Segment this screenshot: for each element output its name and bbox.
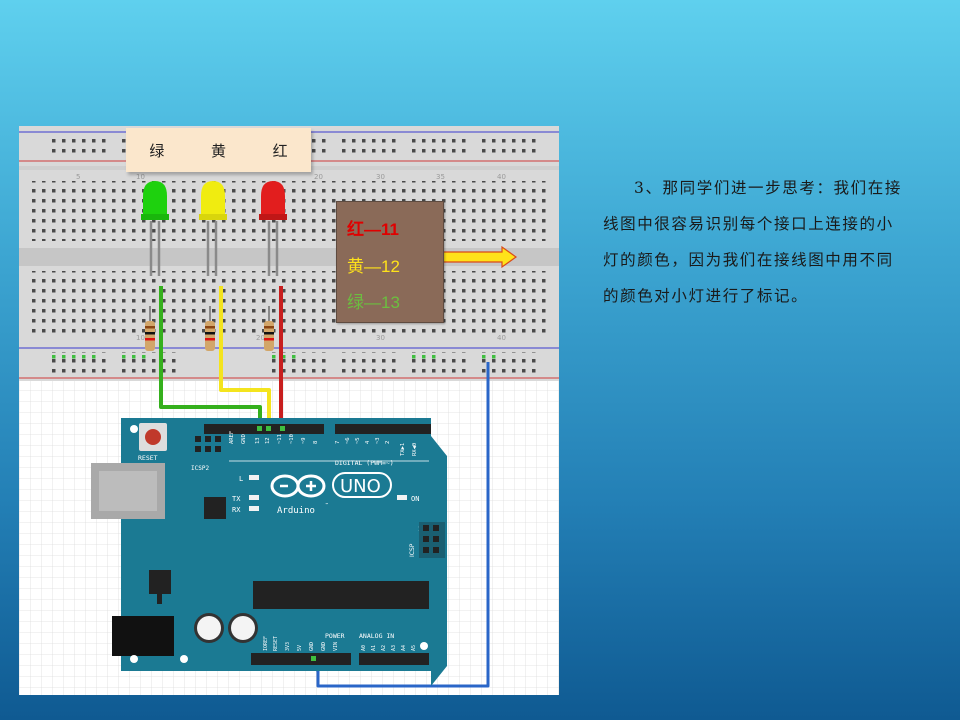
- pin13-label: 13: [255, 437, 261, 444]
- led-red: [259, 181, 287, 276]
- breadboard-number: 35: [436, 173, 445, 181]
- tx-led-label: TX: [232, 495, 241, 503]
- pin3-label: ~3: [375, 437, 381, 444]
- digital-label: DIGITAL (PWM=~): [335, 459, 394, 467]
- pin-map-yellow: 黄—12: [347, 257, 400, 276]
- a0-label: A0: [361, 645, 367, 651]
- breadboard-number: 40: [497, 173, 506, 181]
- icsp-label: ICSP: [409, 543, 416, 557]
- a5-label: A5: [411, 645, 417, 651]
- arduino-logo-icon: [270, 474, 326, 498]
- gnd2-label: GND: [321, 642, 327, 651]
- power-reset-label: RESET: [273, 636, 279, 651]
- rx0-label: RX◀0: [412, 443, 418, 456]
- pin10-label: ~10: [289, 434, 295, 444]
- microcontroller-chip: [253, 581, 429, 609]
- label-yellow: 黄: [210, 141, 226, 160]
- wire-yellow: [219, 286, 271, 431]
- breadboard-number: 20: [314, 173, 323, 181]
- pin8-label: 8: [313, 441, 319, 444]
- arrow-right-icon: [442, 245, 518, 269]
- reset-button: [145, 429, 161, 445]
- aref-label: AREF: [229, 431, 235, 444]
- pin-map-red: 红—11: [347, 220, 399, 239]
- chip-small: [204, 497, 226, 519]
- label-green: 绿: [149, 141, 165, 160]
- led-yellow: [199, 181, 227, 276]
- tx1-label: TX▶1: [400, 443, 406, 456]
- breadboard-number: 40: [497, 334, 506, 342]
- vin-label: VIN: [333, 642, 339, 651]
- ioref-label: IOREF: [263, 636, 269, 651]
- led-label-card: 绿 黄 红: [126, 128, 311, 172]
- 3v3-label: 3V3: [285, 642, 291, 651]
- digital-header-right: [335, 424, 431, 434]
- pin5-label: ~5: [355, 437, 361, 444]
- circuit-diagram: 5 10 20 30 35 40 10 20 30 40: [19, 126, 559, 695]
- 5v-label: 5V: [297, 645, 303, 651]
- breadboard-number: 30: [376, 173, 385, 181]
- pin7-label: 7: [335, 441, 341, 444]
- pin2-label: 2: [385, 441, 391, 444]
- breadboard-number: 5: [76, 173, 80, 181]
- pin12-label: 12: [265, 437, 271, 444]
- circuit-figure: 5 10 20 30 35 40 10 20 30 40: [19, 126, 559, 695]
- pin11-label: ~11: [277, 434, 283, 444]
- a4-label: A4: [401, 645, 407, 651]
- arduino-board: RESET ICSP2 AREF GND 13 12 ~11 ~10 ~9 8: [91, 418, 447, 686]
- breadboard-number: 30: [376, 334, 385, 342]
- power-label: POWER: [325, 632, 345, 640]
- arduino-label: Arduino: [277, 506, 315, 516]
- pin6-label: ~6: [345, 437, 351, 444]
- pin4-label: 4: [365, 440, 371, 444]
- reset-label: RESET: [138, 454, 158, 462]
- a3-label: A3: [391, 645, 397, 651]
- breadboard-number: 20: [256, 334, 265, 342]
- icsp2-label: ICSP2: [191, 465, 209, 472]
- uno-label: UNO: [340, 476, 381, 497]
- resistors: [145, 306, 274, 351]
- pin-map-green: 绿—13: [347, 293, 400, 312]
- analog-in-label: ANALOG IN: [359, 632, 394, 640]
- analog-header: [359, 653, 429, 665]
- label-red: 红: [272, 141, 288, 160]
- l-led-label: L: [239, 475, 243, 483]
- gnd-label: GND: [241, 434, 247, 444]
- gnd1-label: GND: [309, 642, 315, 651]
- rx-led-label: RX: [232, 506, 241, 514]
- pin-mapping-box: 红—11 黄—12 绿—13: [336, 201, 444, 323]
- power-jack: [112, 616, 174, 656]
- a2-label: A2: [381, 645, 387, 651]
- breadboard-number: 10: [136, 173, 145, 181]
- explanation-text: 3、那同学们进一步思考：我们在接线图中很容易识别每个接口上连接的小灯的颜色，因为…: [603, 179, 902, 305]
- digital-header-left: [204, 424, 324, 434]
- tm-label: ™: [325, 502, 329, 507]
- breadboard-number: 10: [136, 334, 145, 342]
- on-led-label: ON: [411, 495, 419, 503]
- power-header: [251, 653, 351, 665]
- voltage-regulator: [149, 570, 171, 594]
- pin9-label: ~9: [301, 437, 307, 444]
- led-green: [141, 181, 169, 276]
- a1-label: A1: [371, 645, 377, 651]
